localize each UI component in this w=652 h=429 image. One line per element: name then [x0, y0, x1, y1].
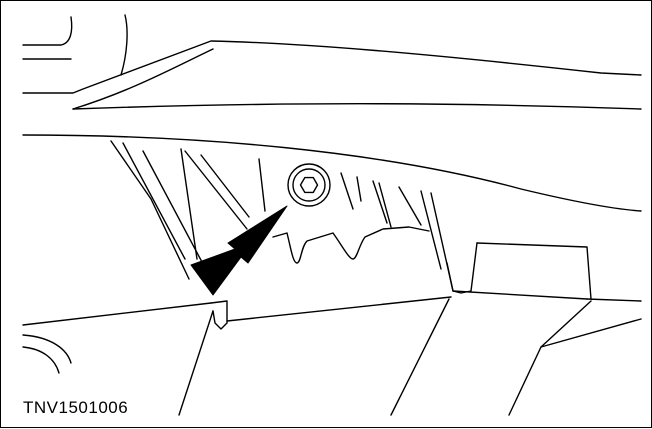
clip-edge [272, 226, 430, 264]
upper-left-bracket [22, 14, 128, 76]
upper-panel [22, 40, 642, 110]
lower-panel [22, 296, 642, 416]
figure-label: TNV1501006 [23, 398, 129, 417]
sweeping-panel-edge [22, 134, 642, 212]
bolt-icon [287, 163, 331, 207]
lower-right-block [446, 242, 642, 302]
callout-arrow-icon [190, 205, 288, 296]
